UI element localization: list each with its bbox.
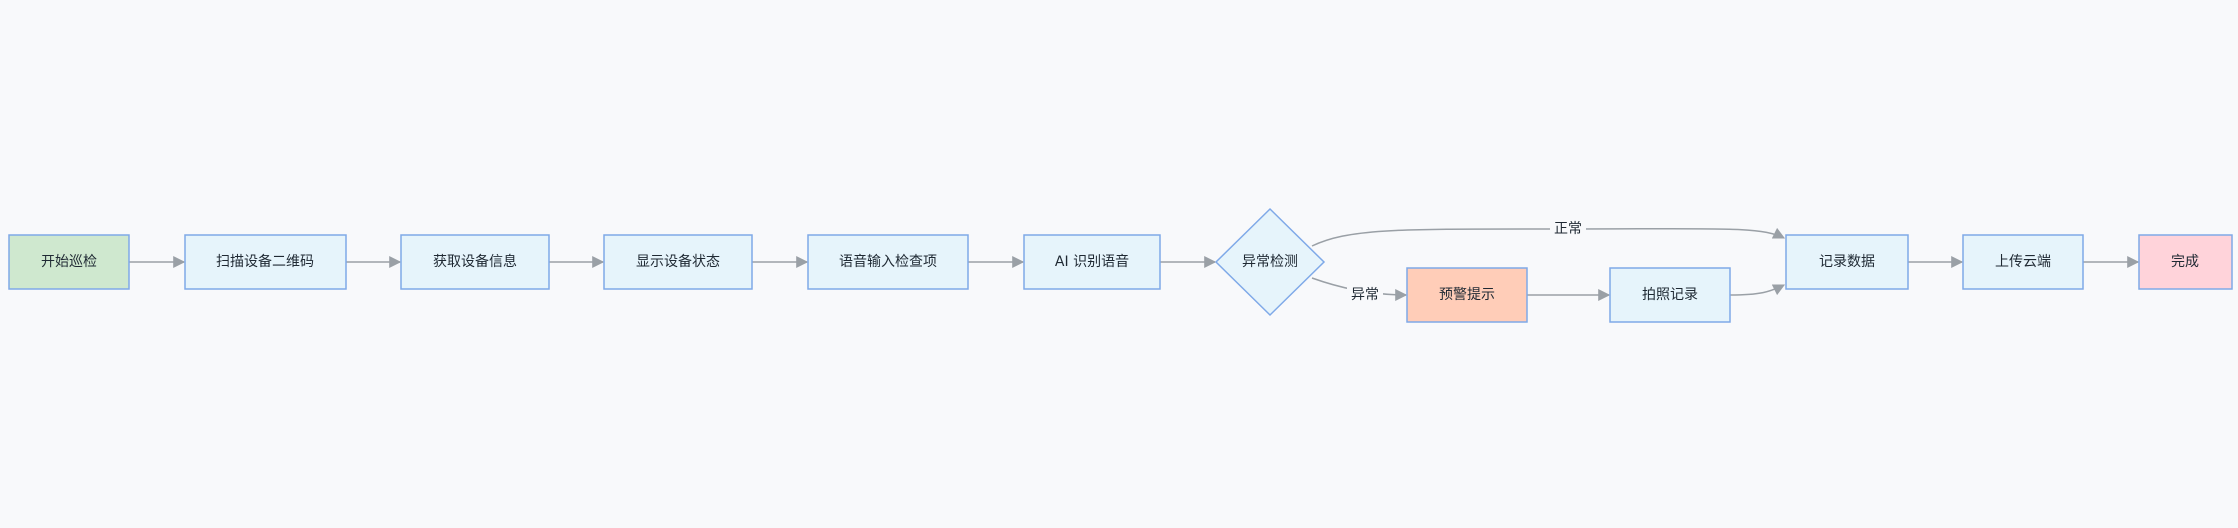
node-detect-shape bbox=[1214, 207, 1326, 317]
node-warn-label: 预警提示 bbox=[1439, 287, 1495, 303]
edge-label-abnormal-text: 异常 bbox=[1351, 287, 1379, 303]
node-done-label: 完成 bbox=[2171, 254, 2199, 270]
node-warn-shape bbox=[1406, 267, 1528, 323]
node-warn[interactable]: 预警提示 bbox=[1406, 267, 1528, 323]
node-photo[interactable]: 拍照记录 bbox=[1609, 267, 1731, 323]
node-show-shape bbox=[603, 234, 753, 290]
node-record-shape bbox=[1785, 234, 1909, 290]
node-photo-shape bbox=[1609, 267, 1731, 323]
edge-photo-record bbox=[1729, 284, 1786, 296]
node-ai-shape bbox=[1023, 234, 1161, 290]
node-upload[interactable]: 上传云端 bbox=[1962, 234, 2084, 290]
node-done[interactable]: 完成 bbox=[2138, 234, 2233, 290]
node-start[interactable]: 开始巡检 bbox=[8, 234, 130, 290]
node-fetch[interactable]: 获取设备信息 bbox=[400, 234, 550, 290]
node-photo-label: 拍照记录 bbox=[1642, 287, 1698, 303]
node-done-shape bbox=[2138, 234, 2233, 290]
edge-detect-record bbox=[1311, 227, 1786, 247]
node-record-label: 记录数据 bbox=[1819, 254, 1875, 270]
node-voice[interactable]: 语音输入检查项 bbox=[807, 234, 969, 290]
node-scan-label: 扫描设备二维码 bbox=[216, 253, 314, 270]
node-scan[interactable]: 扫描设备二维码 bbox=[184, 234, 347, 290]
edge-label-normal: 正常 bbox=[1550, 219, 1586, 239]
node-start-shape bbox=[8, 234, 130, 290]
node-ai-label: AI 识别语音 bbox=[1055, 253, 1129, 270]
node-detect-label: 异常检测 bbox=[1242, 254, 1298, 270]
node-voice-shape bbox=[807, 234, 969, 290]
edge-label-abnormal: 异常 bbox=[1347, 285, 1383, 305]
node-show-label: 显示设备状态 bbox=[636, 253, 720, 270]
node-fetch-label: 获取设备信息 bbox=[433, 253, 517, 270]
node-record[interactable]: 记录数据 bbox=[1785, 234, 1909, 290]
node-ai[interactable]: AI 识别语音 bbox=[1023, 234, 1161, 290]
node-voice-label: 语音输入检查项 bbox=[839, 253, 937, 270]
node-upload-shape bbox=[1962, 234, 2084, 290]
node-fetch-shape bbox=[400, 234, 550, 290]
node-show[interactable]: 显示设备状态 bbox=[603, 234, 753, 290]
node-start-label: 开始巡检 bbox=[41, 254, 97, 270]
node-scan-shape bbox=[184, 234, 347, 290]
node-detect[interactable]: 异常检测 bbox=[1214, 207, 1326, 317]
node-upload-label: 上传云端 bbox=[1995, 254, 2051, 270]
edge-label-normal-text: 正常 bbox=[1554, 221, 1582, 237]
